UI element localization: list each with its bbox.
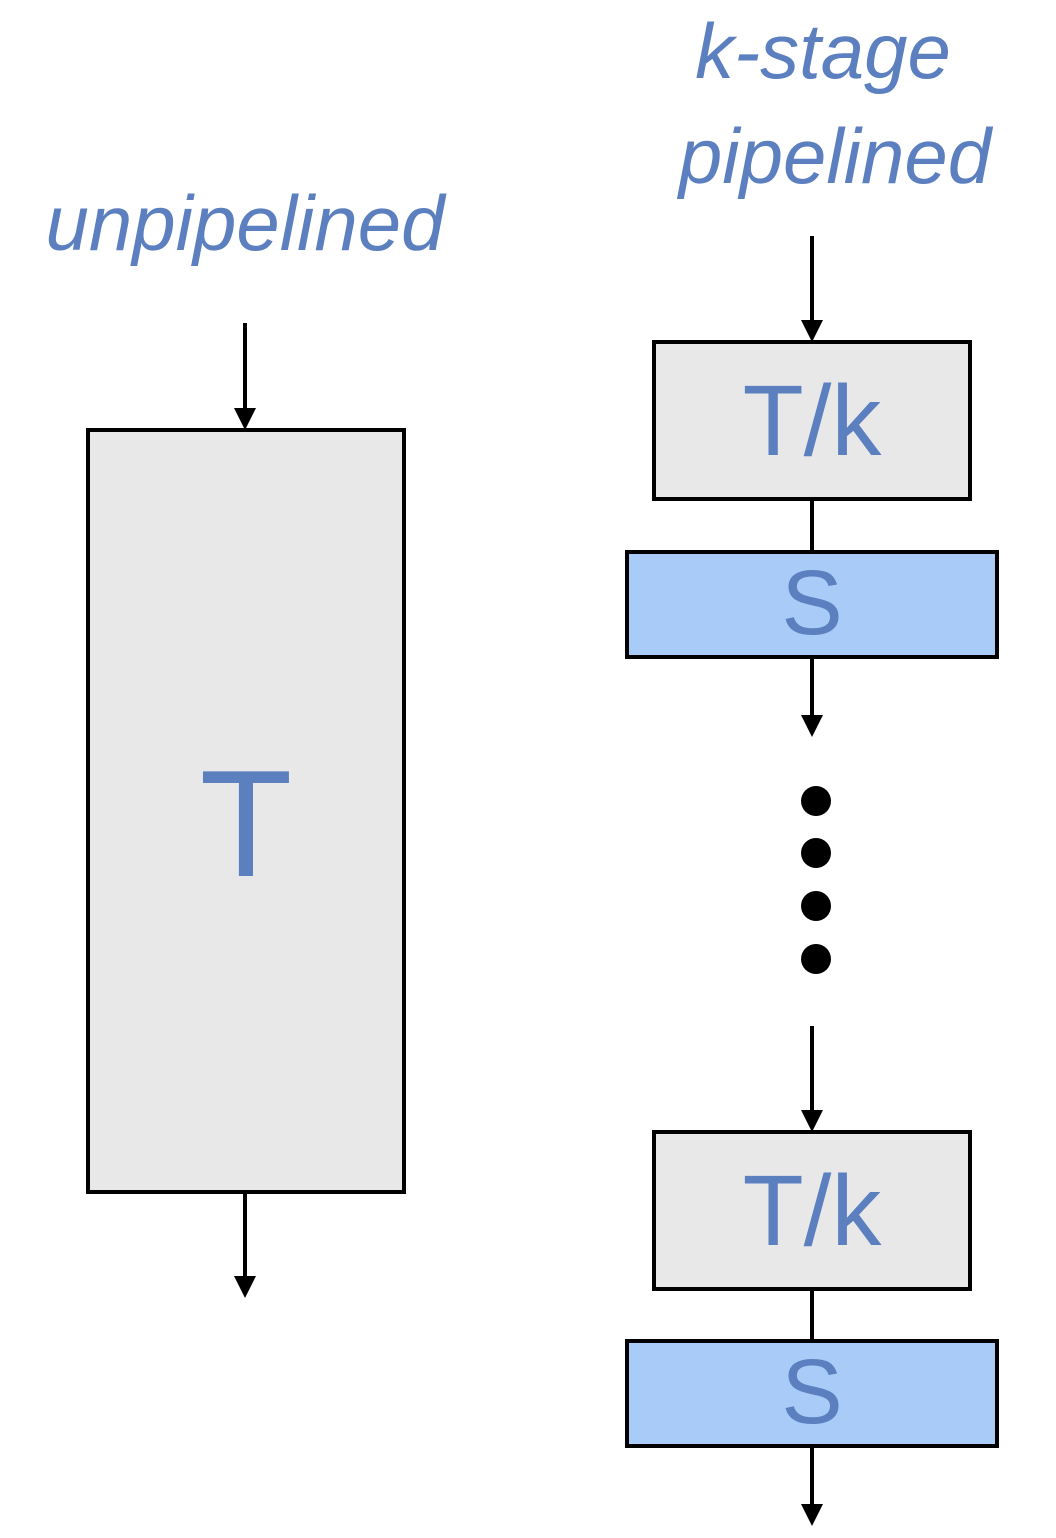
ellipsis-dot (801, 786, 831, 816)
ellipsis-dot (801, 838, 831, 868)
ellipsis-dots (801, 786, 831, 974)
stage-k-register-label: S (781, 1341, 842, 1443)
stage-k-input-arrow (801, 1026, 823, 1132)
stage-k-logic-block (652, 1130, 972, 1291)
stage-k-output-arrow (801, 1446, 823, 1526)
stage-1-logic-label: T/k (743, 365, 883, 477)
pipelined-title-line2: pipelined (677, 112, 994, 200)
stage-1-input-arrow (801, 236, 823, 342)
stage-1-logic-block (652, 340, 972, 501)
stage-k-register (625, 1339, 999, 1448)
unpipelined-block-label: T (200, 739, 293, 909)
ellipsis-dot (801, 944, 831, 974)
stage-1-register-label: S (781, 552, 842, 654)
pipeline-stage-k: T/k S (625, 1026, 999, 1526)
pipelined-title-line1: k-stage (695, 7, 951, 95)
unpipelined-title: unpipelined (45, 179, 447, 267)
stage-1-output-arrow (801, 657, 823, 737)
unpipelined-input-arrow (234, 323, 256, 430)
stage-1-register (625, 550, 999, 659)
pipeline-stage-1: T/k S (625, 236, 999, 737)
ellipsis-dot (801, 891, 831, 921)
unpipelined-output-arrow (234, 1192, 256, 1298)
stage-k-logic-label: T/k (743, 1155, 883, 1267)
